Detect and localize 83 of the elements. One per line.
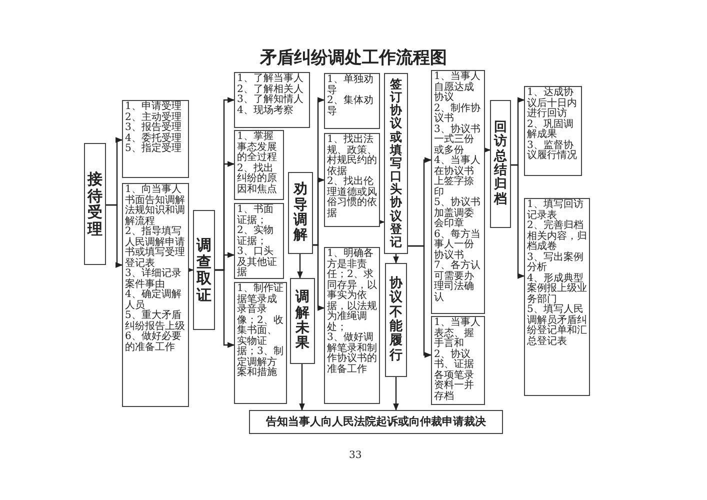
process-box — [84, 143, 106, 265]
arrow — [297, 254, 303, 279]
list-item: 2、协议书、证据各项笔录资料一并存档 — [434, 350, 475, 402]
list-box — [431, 316, 485, 405]
list-item: 1、找出法规、政策、村规民约的依据 — [327, 135, 377, 176]
process-box — [193, 210, 215, 330]
list-item: 1、单独劝导 — [327, 75, 374, 96]
list-item: 1、当事人表态、握手言和 — [434, 318, 482, 349]
list-item: 4、委托受理 — [125, 134, 182, 144]
list-item: 1、制作证据笔录成录音录像；2、收集书面、实物证据；3、制定调解方案和措施 — [237, 284, 284, 378]
list-item: 2、找出伦理道德或风俗习惯的依据 — [327, 177, 377, 219]
list-item: 1、了解当事人 — [237, 74, 304, 84]
step-label: 调解未果 — [296, 290, 310, 352]
arrow — [393, 377, 399, 411]
step-label: 告知当事人向人民法院起诉或向仲裁申请裁决 — [266, 416, 486, 428]
list-box — [524, 86, 582, 176]
list-item: 2、集体劝导 — [327, 96, 374, 117]
list-box — [234, 203, 284, 279]
list-item: 1、申请受理 — [125, 102, 182, 112]
list-item: 4、当事人在协议书上签字捺印 — [434, 156, 482, 198]
arrow — [215, 269, 235, 348]
list-box — [122, 183, 189, 407]
list-item: 3、报告受理 — [125, 123, 182, 133]
list-item: 1、达成协议后十日内进行回访 — [527, 88, 578, 119]
list-item: 2、完善归档相关内容，归档成卷 — [527, 221, 587, 252]
arrow — [408, 245, 432, 358]
arrow — [511, 164, 525, 279]
list-item: 4、现场考察 — [237, 106, 294, 116]
list-item: 5、重大矛盾纠纷报告上级 — [125, 311, 186, 332]
step-label: 调查取证 — [196, 237, 212, 303]
list-item: 3、写出案例分析 — [527, 252, 584, 273]
list-item: 3、口头及其他证据 — [237, 247, 278, 278]
step-label: 协议不能履行 — [390, 277, 402, 363]
list-box — [324, 133, 380, 227]
list-item: 3、监督协议履行情况 — [527, 140, 578, 162]
list-item: 3、了解知情人 — [237, 95, 304, 105]
list-box — [122, 100, 189, 178]
step-label: 签订协议或填写口头协议登记 — [390, 78, 402, 250]
list-item: 3、做好调解笔录和制作协议书的准备工作 — [327, 333, 377, 375]
arrow — [484, 147, 491, 153]
step-label: 劝导调解 — [294, 182, 308, 244]
list-item: 2、制作协议书 — [434, 104, 482, 124]
list-item: 5、协议书加盖调委会印章 — [434, 198, 482, 229]
process-box — [290, 278, 315, 364]
process-box — [288, 172, 313, 254]
list-item: 6、做好必要的准备工作 — [125, 332, 182, 353]
arrow — [393, 254, 399, 264]
list-item: 1、明确各方是非责任；2、求同存异，以事实为依据，以法规为准绳调处； — [327, 249, 377, 332]
list-item: 3、协议书一式三份或多份 — [434, 124, 482, 156]
list-item: 1、掌握事态发展的全过程 — [237, 132, 278, 163]
list-item: 1、当事人自愿达成协议 — [434, 72, 482, 103]
result-box — [249, 410, 503, 434]
arrow — [106, 204, 123, 268]
list-item: 2、了解相关人 — [237, 84, 304, 94]
list-item: 2、主动受理 — [125, 112, 182, 122]
list-box — [431, 70, 485, 314]
list-item: 4、形成典型案例报上级业务部门 — [527, 274, 587, 304]
list-item: 5、填写人民调解员矛盾纠纷登记单和汇总登记表 — [527, 305, 587, 347]
list-item: 2、巩固调解成果 — [527, 120, 574, 140]
arrow — [299, 364, 305, 411]
list-item: 2、找出纠纷的原因和焦点 — [237, 164, 278, 195]
list-box — [324, 73, 380, 129]
list-item: 1、书面证据；2、实物证据； — [237, 205, 274, 246]
list-item: 6、每方当事人一份协议书 — [434, 230, 482, 260]
list-item: 3、详细记录案件事由 — [125, 269, 182, 290]
list-box — [234, 72, 310, 128]
list-box — [524, 198, 590, 396]
list-item: 7、各方认可需要办理司法确认 — [434, 261, 482, 303]
page-number: 33 — [349, 450, 362, 461]
list-box — [234, 130, 284, 200]
list-item: 4、确定调解人员 — [125, 290, 182, 310]
list-box — [234, 282, 287, 404]
diagram-title: 矛盾纠纷调处工作流程图 — [258, 47, 448, 69]
list-item: 1、向当事人书面告知调解法规知识和调解流程 — [125, 185, 186, 226]
process-box — [490, 100, 511, 228]
list-box — [324, 247, 380, 404]
step-label: 回访总结归档 — [494, 121, 507, 207]
list-item: 2、指导填写人民调解申请书或填写受理登记表 — [125, 227, 186, 268]
process-box — [385, 263, 407, 377]
list-item: 5、指定受理 — [125, 144, 182, 154]
step-label: 接待受理 — [88, 171, 102, 237]
arrow — [313, 244, 325, 311]
process-box — [384, 73, 408, 254]
